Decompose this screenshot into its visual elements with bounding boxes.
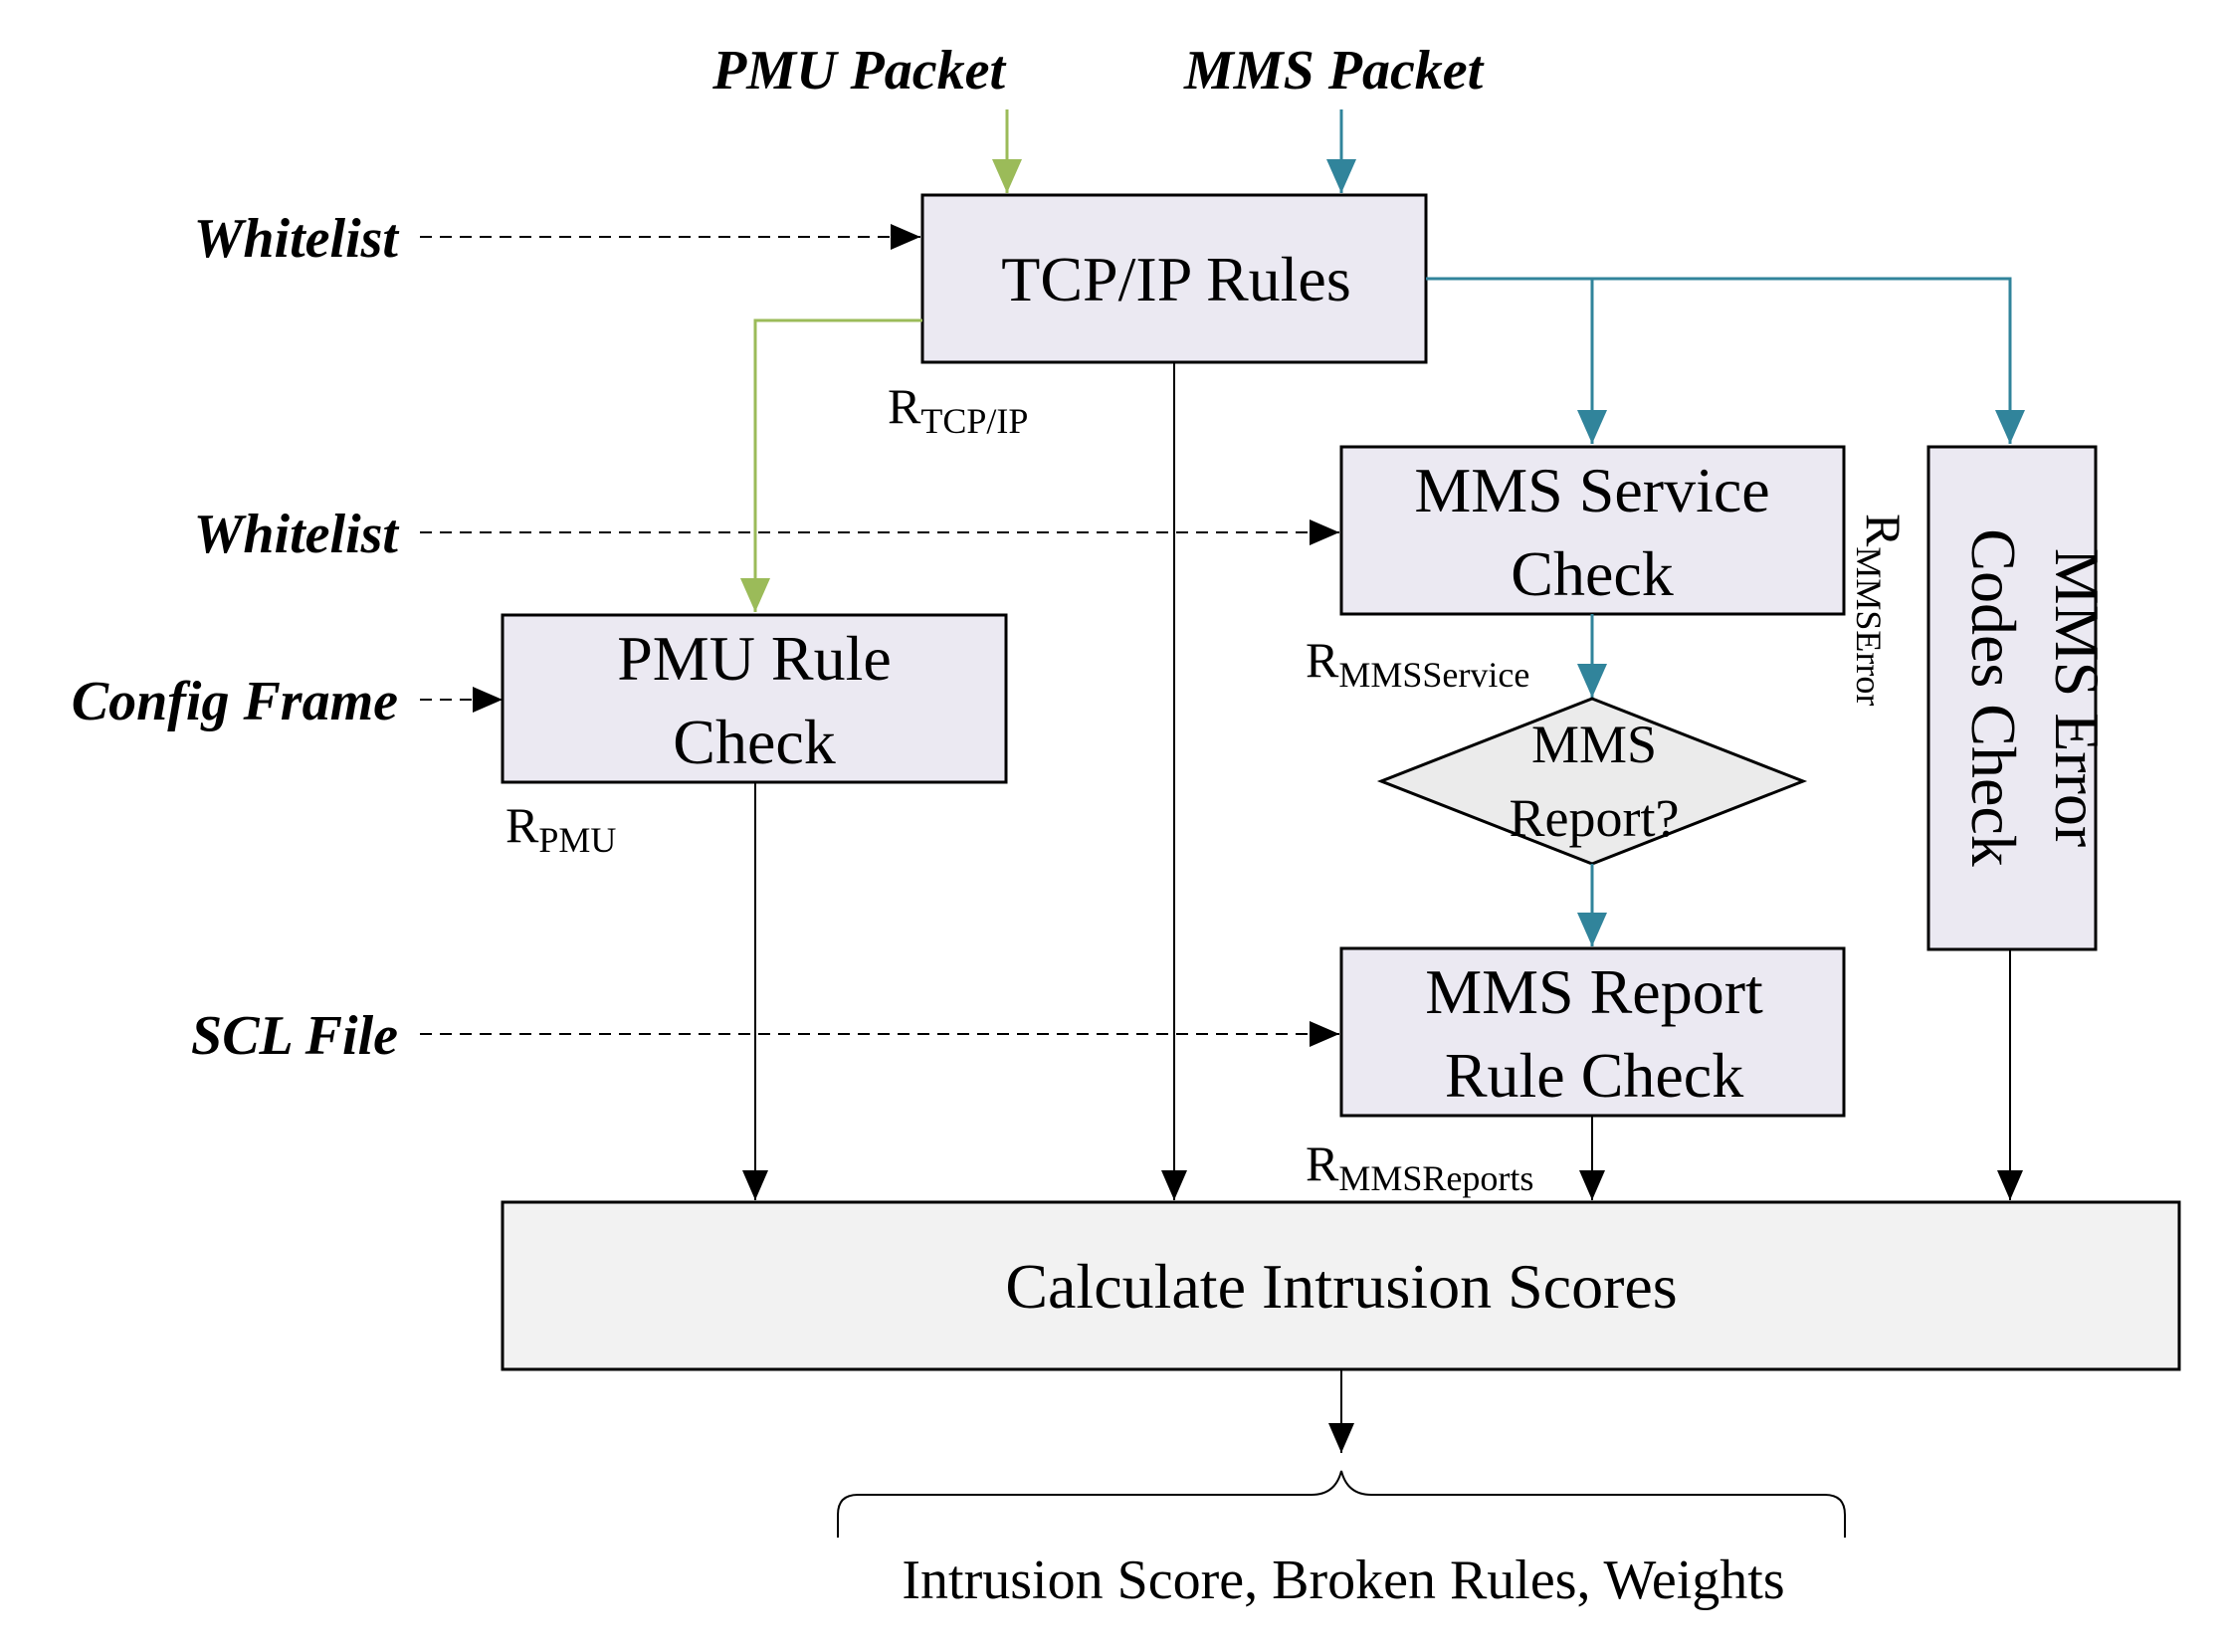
- r-tcp-ip-label: RTCP/IP: [888, 378, 1028, 441]
- mms-report-rule-line1: MMS Report: [1425, 956, 1763, 1027]
- mms-report-rule-check-box: [1339, 946, 1846, 1118]
- mms-packet-label: MMS Packet: [1183, 40, 1485, 102]
- mms-service-line2: Check: [1511, 538, 1674, 609]
- mms-error-line1: MMS Error: [2042, 548, 2113, 847]
- config-frame-label: Config Frame: [72, 671, 398, 732]
- pmu-rule-line2: Check: [673, 707, 836, 777]
- tcp-ip-rules-box: [920, 193, 1428, 364]
- pmu-rule-line1: PMU Rule: [617, 623, 892, 694]
- mms-service-check-box: [1339, 445, 1846, 616]
- calculate-intrusion-scores-label: Calculate Intrusion Scores: [1005, 1251, 1677, 1322]
- scl-file-label: SCL File: [191, 1005, 398, 1067]
- mms-error-line2: Codes Check: [1958, 528, 2029, 867]
- r-pmu-label: RPMU: [506, 797, 616, 860]
- mms-report-q-line2: Report?: [1510, 788, 1680, 848]
- pmu-packet-label: PMU Packet: [711, 40, 1006, 102]
- output-label: Intrusion Score, Broken Rules, Weights: [902, 1549, 1784, 1611]
- tcp-ip-rules-label: TCP/IP Rules: [1001, 244, 1350, 314]
- pmu-rule-check-box: [501, 613, 1008, 784]
- mms-service-line1: MMS Service: [1414, 455, 1769, 525]
- r-mms-reports-label: RMMSReports: [1306, 1136, 1533, 1198]
- mms-error-codes-check-box: [1926, 445, 2098, 951]
- r-mms-error-label: RMMSError: [1849, 514, 1912, 706]
- r-mms-service-label: RMMSService: [1306, 632, 1529, 695]
- whitelist-tcp-label: Whitelist: [194, 208, 400, 270]
- whitelist-mms-label: Whitelist: [194, 504, 400, 565]
- tcp-to-pmu-arrow: [740, 318, 922, 612]
- calculate-intrusion-scores-box: [501, 1200, 2181, 1371]
- mms-report-rule-line2: Rule Check: [1445, 1040, 1743, 1111]
- mms-report-q-line1: MMS: [1531, 715, 1657, 774]
- tcp-to-mms-error-arrow: [1426, 277, 2025, 444]
- output-brace: [837, 1470, 1846, 1538]
